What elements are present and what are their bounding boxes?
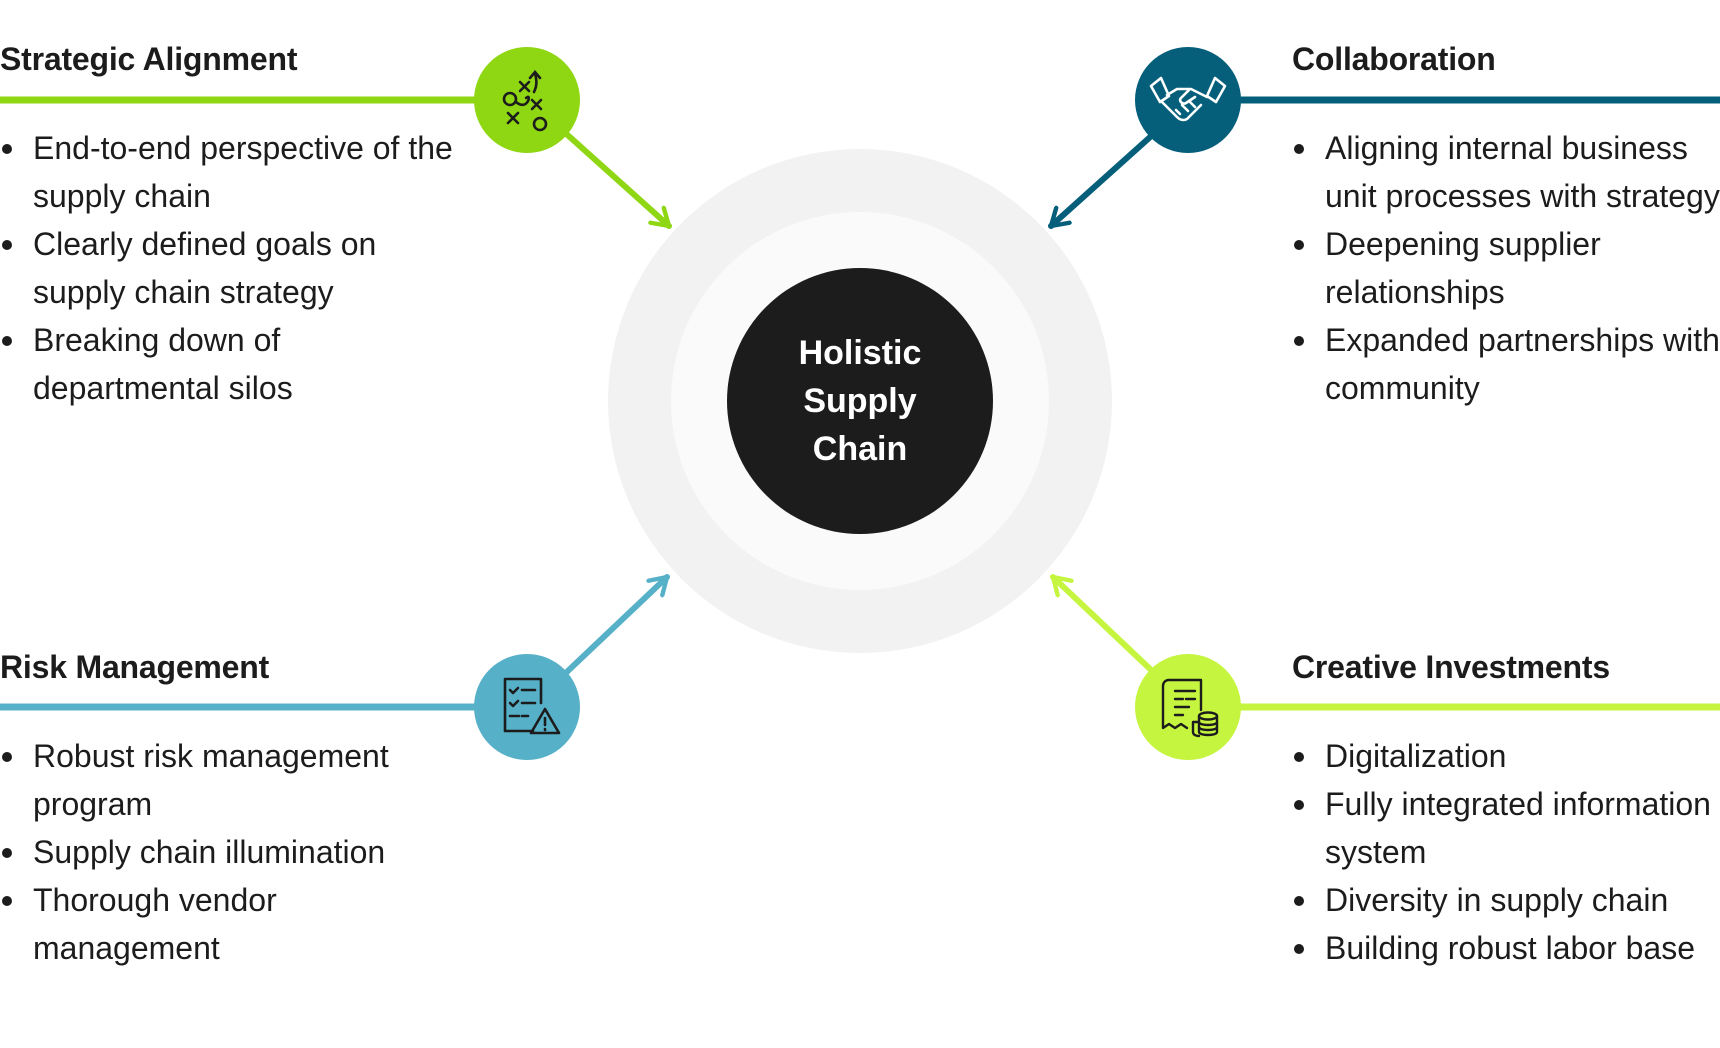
- handshake-icon: [1149, 76, 1227, 122]
- collaboration-title: Collaboration: [1292, 41, 1496, 77]
- list-item: Aligning internal business unit processe…: [1292, 124, 1720, 220]
- checklist-warning-icon: [503, 677, 561, 735]
- collaboration-arrow: [1048, 118, 1171, 229]
- list-item: Supply chain illumination: [0, 828, 470, 876]
- risk-management-title: Risk Management: [0, 649, 270, 685]
- investments-badge: [1135, 654, 1241, 760]
- collaboration-list: Aligning internal business unit processe…: [1292, 124, 1720, 412]
- center-title: Holistic Supply Chain: [727, 268, 993, 534]
- risk-management-list: Robust risk management program Supply ch…: [0, 732, 470, 972]
- list-item: End-to-end perspective of the supply cha…: [0, 124, 470, 220]
- list-item: Building robust labor base: [1292, 924, 1720, 972]
- list-item: Diversity in supply chain: [1292, 876, 1720, 924]
- investments-arrow: [1050, 574, 1171, 689]
- strategic-alignment-section: Strategic Alignment End-to-end perspecti…: [0, 39, 470, 412]
- center-hub: [727, 268, 993, 534]
- strategic-badge: [474, 47, 580, 153]
- center-title-line-3: Chain: [812, 430, 908, 468]
- strategy-playbook-icon: [502, 69, 548, 132]
- center-title-line-2: Supply: [803, 382, 917, 420]
- risk-badge: [474, 654, 580, 760]
- list-item: Thorough vendor management: [0, 876, 470, 972]
- risk-arrow: [549, 574, 670, 689]
- list-item: Deepening supplier relationships: [1292, 220, 1720, 316]
- list-item: Clearly defined goals on supply chain st…: [0, 220, 470, 316]
- strategic-alignment-list: End-to-end perspective of the supply cha…: [0, 124, 470, 412]
- creative-investments-title: Creative Investments: [1292, 649, 1610, 685]
- center-title-line-1: Holistic: [798, 334, 922, 372]
- list-item: Breaking down of departmental silos: [0, 316, 470, 412]
- strategic-alignment-title: Strategic Alignment: [0, 41, 298, 77]
- collaboration-badge: [1135, 47, 1241, 153]
- collaboration-section: Collaboration Aligning internal business…: [1292, 39, 1720, 412]
- list-item: Digitalization: [1292, 732, 1720, 780]
- list-item: Expanded partnerships with community: [1292, 316, 1720, 412]
- invoice-coins-icon: [1161, 678, 1219, 738]
- list-item: Fully integrated information system: [1292, 780, 1720, 876]
- strategic-arrow: [549, 118, 672, 229]
- risk-management-section: Risk Management Robust risk management p…: [0, 647, 470, 972]
- list-item: Robust risk management program: [0, 732, 470, 828]
- creative-investments-section: Creative Investments Digitalization Full…: [1292, 647, 1720, 972]
- creative-investments-list: Digitalization Fully integrated informat…: [1292, 732, 1720, 972]
